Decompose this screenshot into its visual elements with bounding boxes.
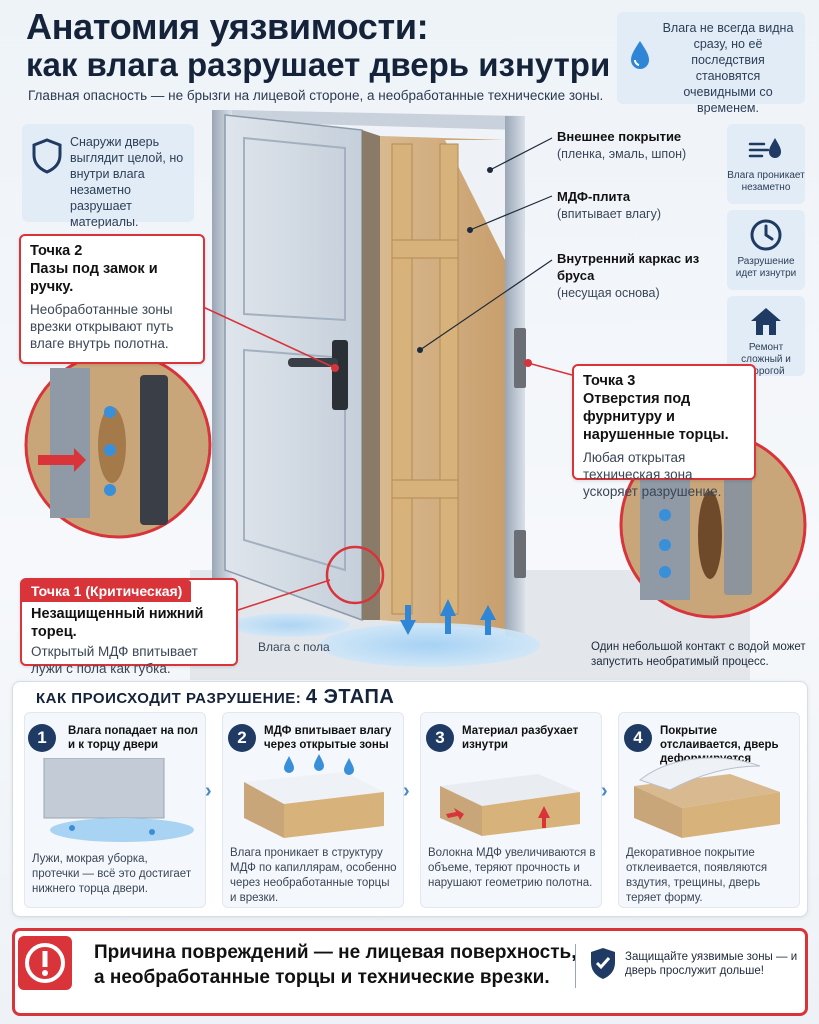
hinge-bottom — [514, 530, 526, 578]
moisture-arrows — [400, 599, 496, 635]
conclusion-banner — [12, 928, 808, 1016]
stage-description: Влага проникает в структуру МДФ по капил… — [230, 847, 397, 904]
frame-beam-left — [391, 143, 413, 615]
banner-side-text: Защищайте уязвимые зоны — и дверь прослу… — [625, 951, 798, 977]
zoom-lock-cutaway — [24, 351, 212, 539]
layer-label-frame: Внутренний каркас из бруса (несущая осно… — [557, 250, 722, 302]
banner-line-1: Причина повреждений — не лицевая поверхн… — [94, 942, 577, 963]
irreversible-note: Один небольшой контакт с водой может зап… — [591, 641, 806, 668]
water-drop-icon — [631, 41, 649, 69]
page-subtitle: Главная опасность — не брызги на лицевой… — [28, 88, 604, 103]
banner-text: Причина повреждений — не лицевая поверхн… — [94, 940, 577, 990]
stage-arrow-icon: › — [403, 780, 410, 802]
layer-subtitle: (несущая основа) — [557, 286, 660, 300]
stages-title: КАК ПРОИСХОДИТ РАЗРУШЕНИЕ: 4 ЭТАПА — [36, 686, 394, 709]
layer-title: МДФ-плита — [557, 189, 631, 204]
info-box-text: Снаружи дверь выглядит целой, но внутри … — [70, 135, 184, 229]
callout-point-1: Точка 1 (Критическая) Незащищенный нижни… — [20, 578, 238, 676]
layer-title: Внешнее покрытие — [557, 129, 682, 144]
shield-check-icon — [591, 948, 615, 979]
stage-number: 2 — [228, 724, 256, 752]
door-panel-lower — [243, 348, 346, 572]
feature-tile-inside-damage: Разрушение идет изнутри — [727, 210, 805, 290]
banner-line-2: а необработанные торцы и технические вре… — [94, 967, 550, 988]
water-puddle-small — [230, 613, 350, 637]
page-title-line2: как влага разрушает дверь изнутри — [26, 46, 611, 83]
stage-title: Материал разбухает изнутри — [462, 725, 579, 751]
stage-3-illustration — [440, 774, 580, 836]
stages-title-count: 4 ЭТАПА — [305, 686, 395, 708]
water-puddle — [320, 623, 540, 667]
callout-point-3: Точка 3 Отверстия под фурнитуру и наруше… — [572, 364, 756, 499]
point-leader-lines — [187, 299, 573, 611]
feature-tile-hidden-moisture: Влага проникает незаметно — [727, 124, 805, 204]
layer-title: Внутренний каркас из бруса — [557, 251, 700, 283]
callout-text: Необработанные зоны врезки открывают пут… — [30, 302, 174, 351]
layer-subtitle: (пленка, эмаль, шпон) — [557, 147, 687, 161]
stage-number: 3 — [426, 724, 454, 752]
stages-title-prefix: КАК ПРОИСХОДИТ РАЗРУШЕНИЕ: — [36, 690, 302, 707]
stage-title: МДФ впитывает влагу через открытые зоны — [264, 725, 392, 751]
feature-tile-costly-repair: Ремонт сложный и дорогой — [727, 296, 805, 377]
layer-leader-lines — [419, 137, 553, 351]
callout-title: Точка 3 — [583, 373, 636, 389]
feature-label: Разрушение идет изнутри — [735, 256, 797, 279]
callout-text: Любая открытая техническая зона ускоряет… — [583, 450, 722, 499]
hinge-top — [514, 328, 526, 388]
layer-label-mdf: МДФ-плита (впитывает влагу) — [557, 188, 717, 223]
callout-heading: Незащищенный нижний торец. — [31, 606, 204, 640]
stage-4-illustration — [634, 757, 780, 838]
point-dots — [331, 359, 532, 372]
info-box-moisture: Влага не всегда видна сразу, но её после… — [617, 12, 805, 115]
stage-2-illustration — [244, 754, 384, 838]
door-illustration — [24, 110, 807, 680]
door-handle — [288, 358, 338, 367]
frame-beam-cross-bottom — [391, 479, 459, 499]
critical-zone-marker — [325, 545, 385, 605]
layer-label-coating: Внешнее покрытие (пленка, эмаль, шпон) — [557, 128, 717, 163]
door-edge — [362, 130, 380, 620]
callout-heading: Пазы под замок и ручку. — [30, 261, 158, 295]
clock-icon — [750, 219, 782, 251]
house-icon — [751, 308, 781, 335]
door-panel-upper — [243, 136, 346, 322]
info-box-text: Влага не всегда видна сразу, но её после… — [662, 21, 794, 115]
layer-subtitle: (впитывает влагу) — [557, 207, 662, 221]
warning-icon — [18, 936, 72, 990]
info-box-exterior: Снаружи дверь выглядит целой, но внутри … — [22, 124, 194, 229]
page-title: Анатомия уязвимости: — [26, 6, 429, 47]
feature-label: Ремонт сложный и дорогой — [741, 342, 791, 377]
stage-arrow-icon: › — [601, 780, 608, 802]
stage-description: Декоративное покрытие отклеивается, появ… — [626, 847, 768, 904]
stage-description: Волокна МДФ увеличиваются в объеме, теря… — [428, 847, 596, 889]
stage-1-illustration — [43, 758, 194, 842]
frame-beam-right — [439, 143, 459, 615]
stage-number: 1 — [28, 724, 56, 752]
callout-text: Открытый МДФ впитывает лужи с пола как г… — [31, 644, 198, 676]
shield-icon — [32, 138, 62, 174]
lock-plate — [332, 340, 348, 410]
callout-point-2: Точка 2 Пазы под замок и ручку. Необрабо… — [19, 234, 205, 364]
door-frame-top — [232, 110, 520, 130]
callout-heading: Отверстия под фурнитуру и нарушенные тор… — [583, 391, 729, 443]
floor-moisture-label: Влага с пола — [258, 640, 330, 654]
stage-number: 4 — [624, 724, 652, 752]
callout-title-badge: Точка 1 (Критическая) — [22, 580, 192, 602]
banner-divider — [575, 944, 576, 988]
stage-arrow-icon: › — [205, 780, 212, 802]
stage-description: Лужи, мокрая уборка, протечки — всё это … — [32, 853, 192, 895]
wind-drop-icon — [748, 138, 781, 158]
stage-title: Влага попадает на пол и к торцу двери — [68, 725, 198, 751]
callout-title: Точка 2 — [30, 243, 83, 259]
feature-label: Влага проникает незаметно — [727, 170, 805, 193]
frame-beam-cross-top — [391, 239, 459, 259]
layer-leader-dots — [417, 167, 493, 353]
